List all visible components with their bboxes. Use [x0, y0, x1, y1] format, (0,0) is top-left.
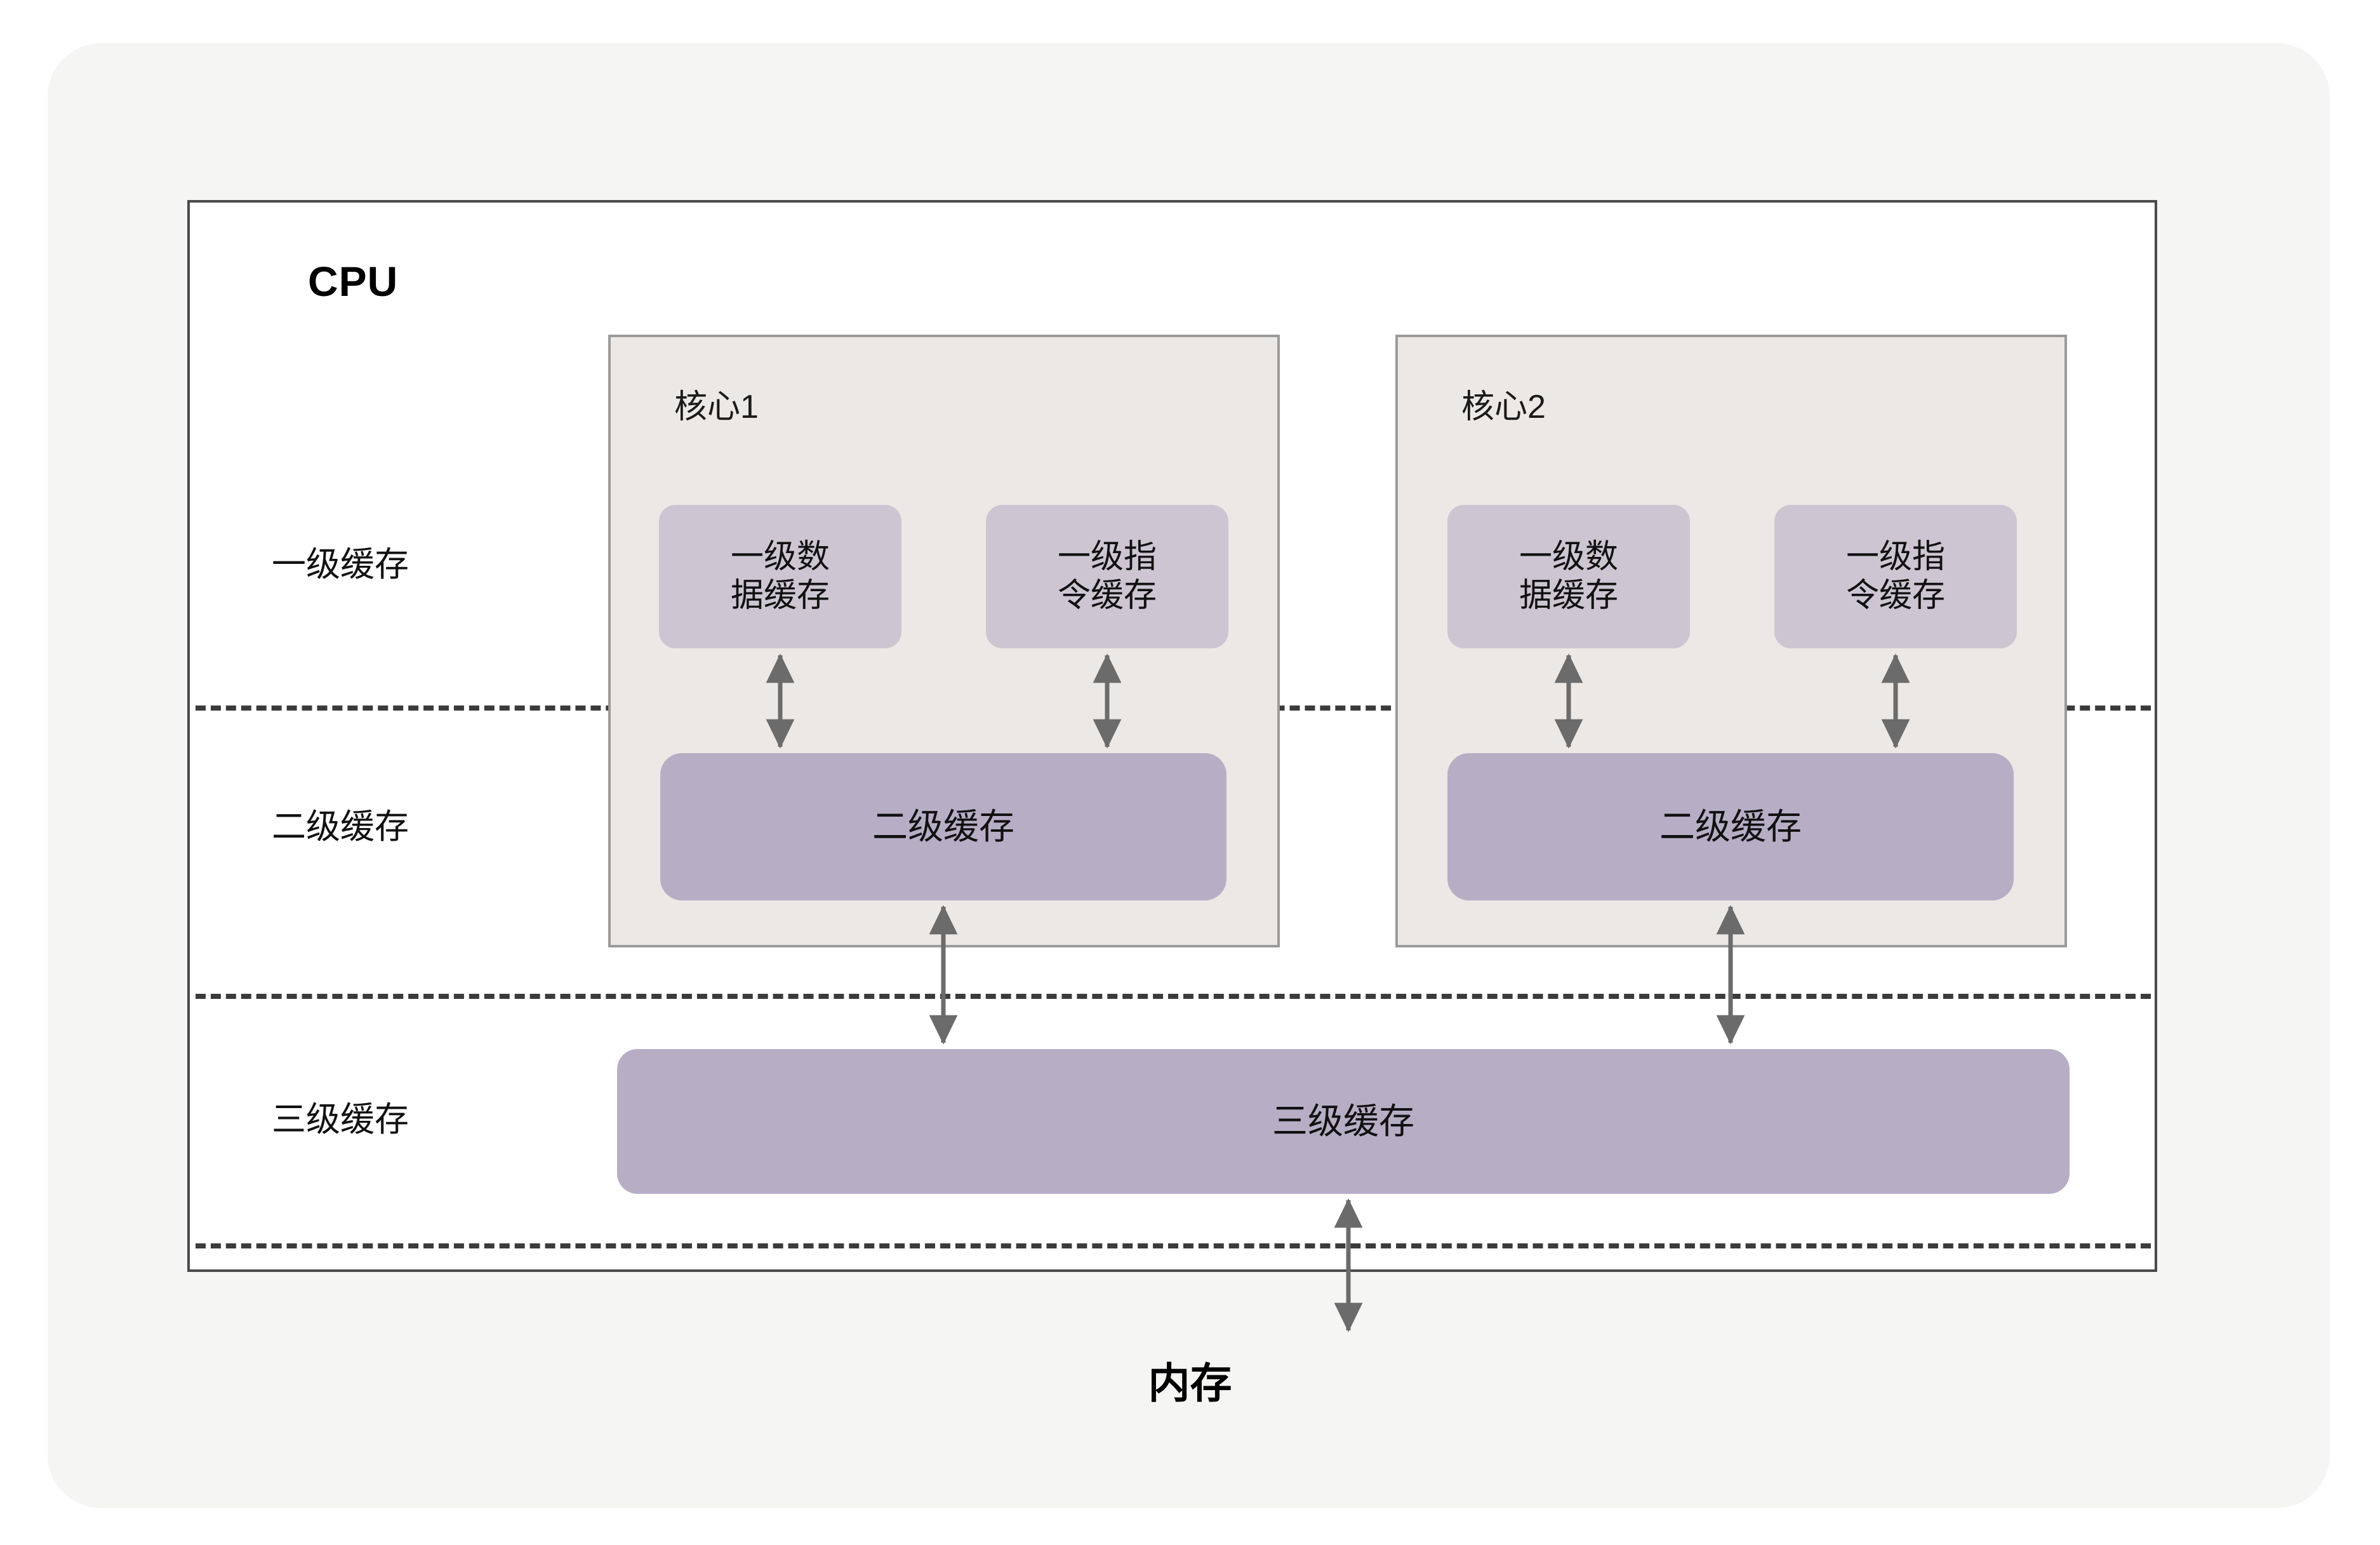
- tier-separator-l3-memory: [196, 1243, 2151, 1248]
- l1-instruction-cache-core1: 一级指 令缓存: [986, 505, 1228, 648]
- l1-data-cache-core1: 一级数 据缓存: [659, 505, 901, 648]
- tier-label-l2: 二级缓存: [272, 808, 409, 846]
- l1-instruction-cache-core2: 一级指 令缓存: [1774, 505, 2017, 648]
- l3-cache-shared: 三级缓存: [617, 1049, 2070, 1194]
- cpu-title: CPU: [308, 258, 399, 305]
- l1-instruction-cache-core2-label: 一级指 令缓存: [1845, 538, 1945, 614]
- tier-label-l1: 一级缓存: [272, 545, 409, 584]
- l2-cache-core2-label: 二级缓存: [1659, 806, 1802, 846]
- tier-label-l3: 三级缓存: [272, 1100, 409, 1139]
- l2-cache-core1: 二级缓存: [660, 753, 1227, 900]
- l3-cache-label: 三级缓存: [1272, 1101, 1414, 1141]
- l1-data-cache-core1-label: 一级数 据缓存: [730, 538, 830, 614]
- l1-data-cache-core2-label: 一级数 据缓存: [1519, 538, 1618, 614]
- tier-separator-l2-l3: [196, 994, 2151, 999]
- l2-cache-core1-label: 二级缓存: [872, 806, 1014, 846]
- l2-cache-core2: 二级缓存: [1447, 753, 2014, 900]
- core-title-1: 核心1: [674, 389, 759, 425]
- memory-label: 内存: [1148, 1360, 1232, 1407]
- l1-instruction-cache-core1-label: 一级指 令缓存: [1057, 538, 1157, 614]
- l1-data-cache-core2: 一级数 据缓存: [1447, 505, 1690, 648]
- core-title-2: 核心2: [1461, 389, 1546, 425]
